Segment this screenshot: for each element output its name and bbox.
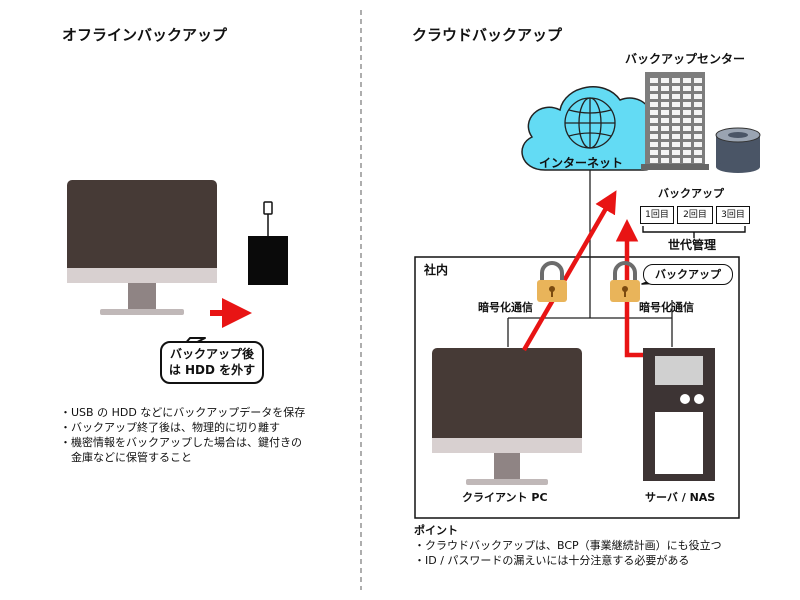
generation-management-label: 世代管理 (668, 238, 717, 252)
encrypted-comm-label-right: 暗号化通信 (639, 301, 694, 314)
network-lines (507, 170, 673, 347)
callout-line: バックアップ後 (169, 347, 254, 361)
server-arrow-stem (624, 300, 643, 358)
client-pc-monitor-icon (432, 348, 582, 485)
generation-bracket (642, 226, 746, 238)
generation-3: 3回目 (716, 206, 750, 224)
backup-label: バックアップ (658, 187, 724, 200)
offline-section-title: オフラインバックアップ (62, 26, 228, 44)
office-label: 社内 (424, 263, 449, 277)
generation-1: 1回目 (640, 206, 674, 224)
note-item: ・機密情報をバックアップした場合は、鍵付きの (60, 436, 302, 449)
encrypted-comm-label-left: 暗号化通信 (478, 301, 533, 314)
backup-center-label: バックアップセンター (625, 52, 746, 66)
cloud-section-title: クラウドバックアップ (412, 26, 563, 44)
backup-callout: バックアップ (643, 264, 733, 285)
note-item: 金庫などに保管すること (60, 451, 192, 464)
lock-icon (610, 261, 640, 302)
database-icon (715, 127, 761, 173)
callout-line: は HDD を外す (168, 363, 256, 377)
globe-icon (564, 97, 616, 149)
point-item: ・ID / パスワードの漏えいには十分注意する必要がある (414, 554, 690, 567)
note-item: ・バックアップ終了後は、物理的に切り離す (60, 421, 280, 434)
generation-2: 2回目 (677, 206, 713, 224)
note-item: ・USB の HDD などにバックアップデータを保存 (60, 406, 306, 419)
server-nas-label: サーバ / NAS (645, 491, 716, 504)
client-pc-label: クライアント PC (462, 491, 548, 504)
backup-center-building-icon (641, 72, 709, 170)
internet-label: インターネット (539, 156, 624, 170)
points-title: ポイント (414, 524, 458, 537)
remove-hdd-callout: バックアップ後 は HDD を外す (160, 341, 264, 384)
lock-icon (537, 261, 567, 302)
offline-notes: ・USB の HDD などにバックアップデータを保存 ・バックアップ終了後は、物… (60, 405, 305, 465)
point-item: ・クラウドバックアップは、BCP（事業継続計画）にも役立つ (414, 539, 722, 552)
offline-monitor-icon (67, 180, 217, 315)
server-nas-icon (643, 348, 715, 481)
client-to-cloud-arrow (522, 190, 617, 352)
external-hdd-icon (248, 201, 288, 285)
cloud-points: ポイント ・クラウドバックアップは、BCP（事業継続計画）にも役立つ ・ID /… (414, 523, 722, 568)
